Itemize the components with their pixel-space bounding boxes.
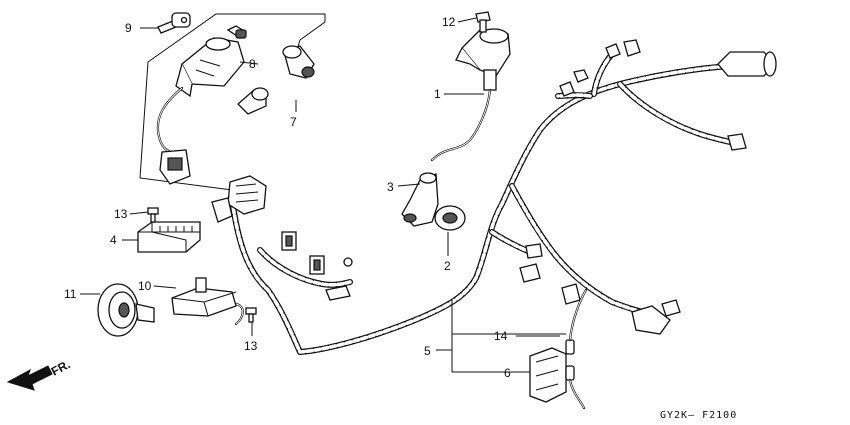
leader-lines xyxy=(80,17,566,373)
callout-2: 2 xyxy=(444,259,451,273)
horn-part xyxy=(97,283,155,337)
key-part xyxy=(157,12,191,34)
callout-5: 5 xyxy=(424,344,431,358)
bolt-upper-part xyxy=(147,207,159,223)
callout-4: 4 xyxy=(110,233,117,247)
callout-13-upper: 13 xyxy=(114,207,128,221)
lock-cylinder-part xyxy=(282,45,315,79)
fuse-holder-part xyxy=(529,288,588,410)
callout-1: 1 xyxy=(434,87,441,101)
callout-10: 10 xyxy=(138,279,152,293)
spark-plug-cap-part xyxy=(401,172,439,227)
callout-7: 7 xyxy=(290,115,297,129)
callout-14: 14 xyxy=(494,329,508,343)
main-wire-harness xyxy=(229,51,733,355)
callout-13-lower: 13 xyxy=(244,339,258,353)
direction-label: FR. xyxy=(49,357,73,378)
turn-signal-relay-part xyxy=(171,277,244,326)
callout-6: 6 xyxy=(504,366,511,380)
grommet-part xyxy=(434,205,466,231)
bolt-lower-part xyxy=(245,307,257,323)
callout-labels: 9 8 7 12 1 3 2 13 4 11 10 13 5 14 6 xyxy=(64,15,511,380)
callout-12: 12 xyxy=(442,15,456,29)
callout-11: 11 xyxy=(64,287,77,301)
lock-pin-part xyxy=(237,87,269,115)
callout-8: 8 xyxy=(249,57,256,71)
bolt-part xyxy=(475,11,491,33)
callout-9: 9 xyxy=(125,21,132,35)
ignition-coil-part xyxy=(430,28,511,162)
regulator-rectifier-part xyxy=(137,221,201,253)
drawing-code: GY2K– F2100 xyxy=(660,410,737,421)
ignition-switch-part xyxy=(156,25,248,185)
callout-3: 3 xyxy=(387,180,394,194)
front-direction-arrow xyxy=(6,365,53,391)
harness-connectors xyxy=(211,39,777,335)
